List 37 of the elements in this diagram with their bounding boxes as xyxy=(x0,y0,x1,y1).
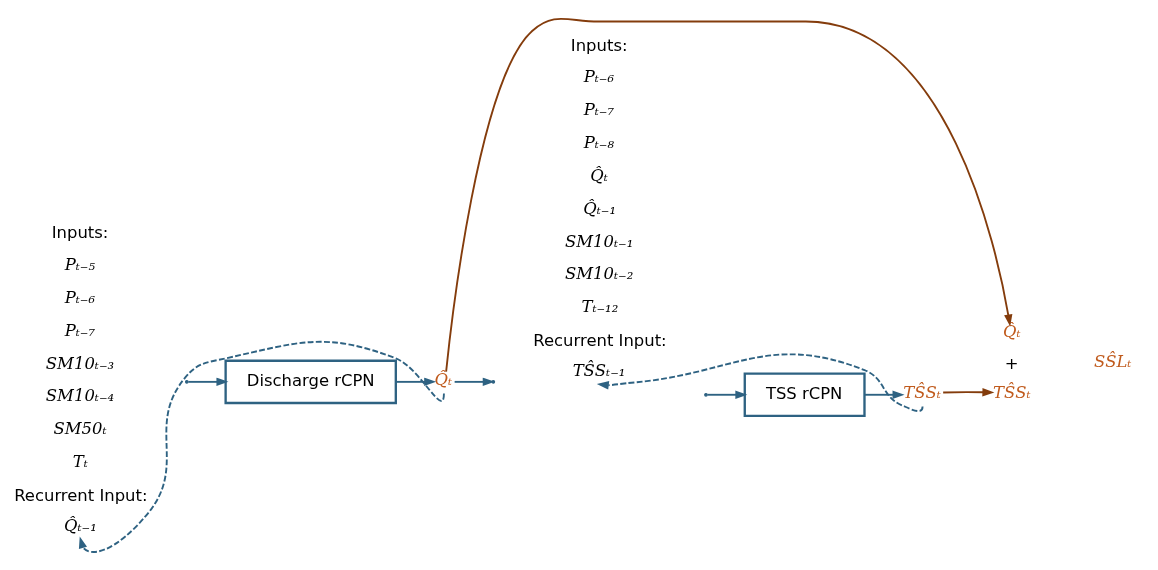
label: Pₜ₋₇ xyxy=(583,99,615,119)
label: Inputs: xyxy=(570,35,628,55)
label: Pₜ₋₈ xyxy=(583,132,615,152)
label: SM10ₜ₋₁ xyxy=(565,231,634,251)
label: + xyxy=(1004,353,1019,373)
node-text: Q̂ₜ₋₁ xyxy=(64,515,97,535)
node-text: TŜSₜ₋₁ xyxy=(572,360,626,380)
node-text: TŜSₜ xyxy=(993,382,1031,402)
label: SM10ₜ₋₄ xyxy=(45,385,115,405)
label: Pₜ₋₆ xyxy=(583,66,615,86)
node-text: Q̂ₜ xyxy=(434,369,453,389)
label: SM50ₜ xyxy=(53,418,107,438)
label: Inputs: xyxy=(51,222,109,242)
arrow xyxy=(706,390,748,399)
label: Pₜ₋₅ xyxy=(64,254,96,274)
node-box: TSS rCPN xyxy=(743,371,866,417)
label: Recurrent Input: xyxy=(533,330,667,350)
label: Pₜ₋₇ xyxy=(64,320,96,340)
arrow xyxy=(78,340,445,553)
arrow xyxy=(863,390,905,399)
label: SŜLₜ xyxy=(1093,351,1132,371)
label: SM10ₜ₋₂ xyxy=(565,263,634,283)
label: Tₜ xyxy=(72,451,88,471)
label: SM10ₜ₋₃ xyxy=(45,353,115,373)
arrow xyxy=(942,387,995,396)
node-text: TŜSₜ xyxy=(903,382,941,402)
arrow xyxy=(445,17,1013,372)
arrow xyxy=(394,377,437,386)
label: Tₜ₋₁₂ xyxy=(581,296,619,316)
label: Q̂ₜ xyxy=(590,165,608,185)
label: Recurrent Input: xyxy=(14,485,148,505)
label: Q̂ₜ₋₁ xyxy=(583,198,616,218)
arrow xyxy=(596,353,924,412)
arrow xyxy=(187,377,229,386)
node-box: Discharge rCPN xyxy=(224,359,397,404)
node-text: Q̂ₜ xyxy=(1002,321,1021,341)
label: Pₜ₋₆ xyxy=(64,287,96,307)
